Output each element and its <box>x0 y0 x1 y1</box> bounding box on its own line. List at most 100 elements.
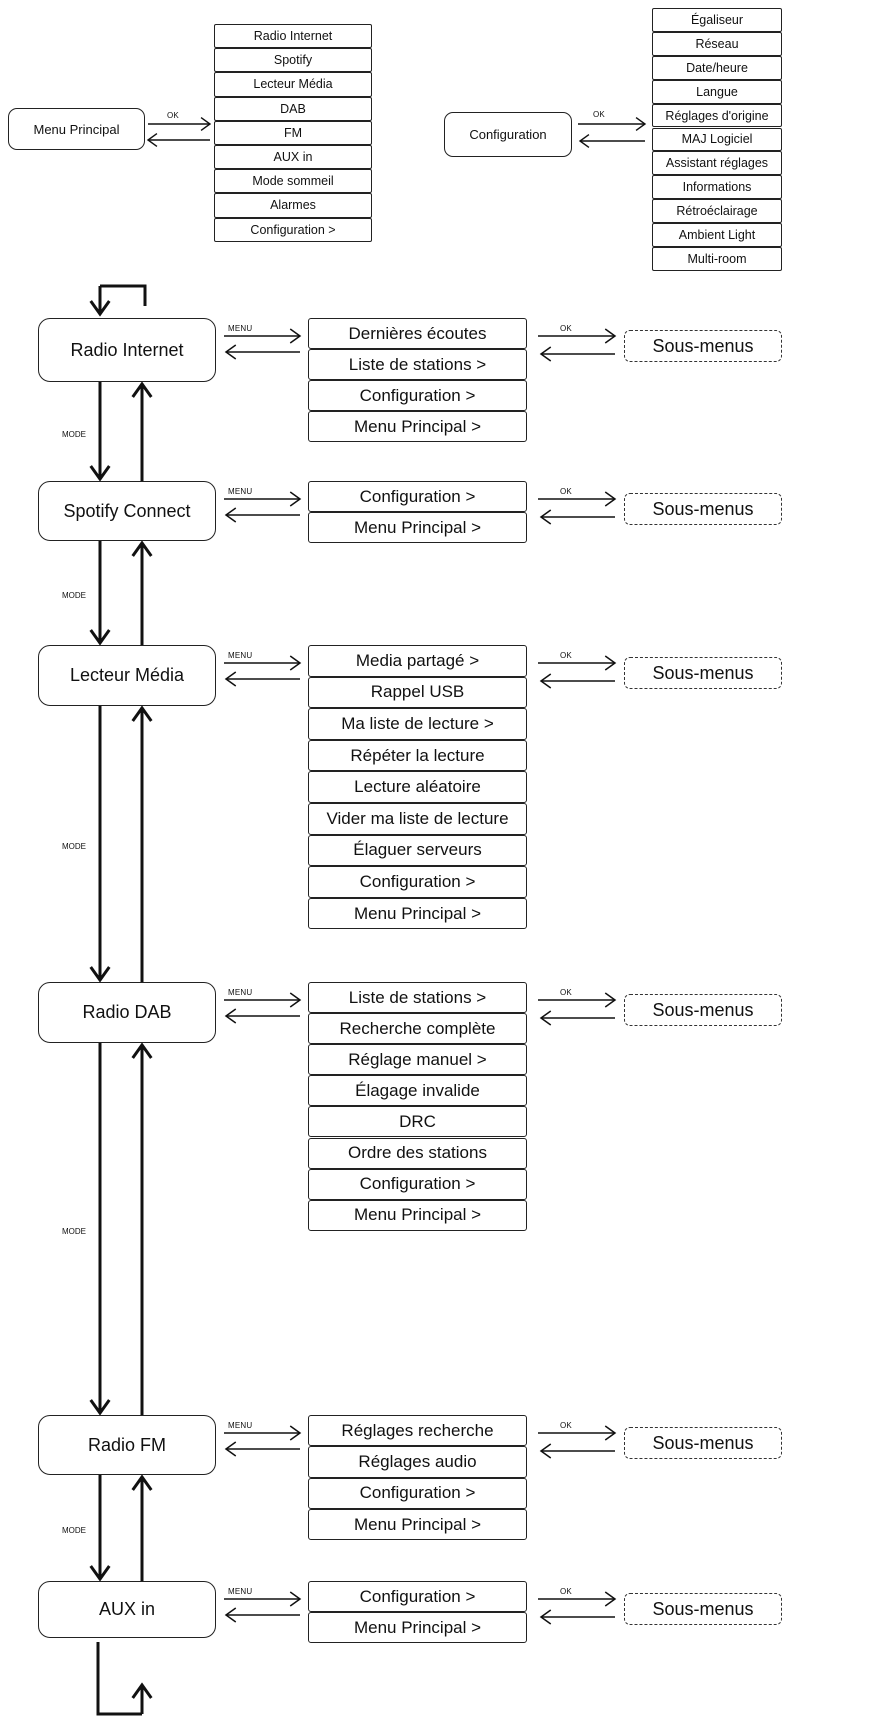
mode-radio-dab-item-configuration: Configuration > <box>308 1168 527 1200</box>
loop-top-line <box>100 284 147 306</box>
mode-radio-dab-item-ordre-des-stations: Ordre des stations <box>308 1137 527 1169</box>
configuration-item-assistant-reglages: Assistant réglages <box>652 151 782 176</box>
mode-lecteur-media-sous-menus: Sous-menus <box>624 657 782 689</box>
mode-radio-dab-item-reglage-manuel: Réglage manuel > <box>308 1044 527 1076</box>
mode-label-radio-internet: MODE <box>62 429 86 439</box>
mode-radio-internet-menu-label: MENU <box>228 324 253 333</box>
mode-lecteur-media-item-menu-principal: Menu Principal > <box>308 897 527 930</box>
mode-radio-fm-menu-label: MENU <box>228 1421 253 1430</box>
mode-lecteur-media-ok-label: OK <box>560 651 572 660</box>
mode-radio-fm: Radio FM <box>38 1415 216 1475</box>
mode-spotify-connect-sous-menus: Sous-menus <box>624 493 782 525</box>
mode-down-arrow-radio-internet-head <box>89 465 111 482</box>
loop-bottom-arrow-head <box>131 1682 153 1699</box>
menu-principal-item-aux-in: AUX in <box>214 145 372 170</box>
mode-lecteur-media-item-configuration: Configuration > <box>308 866 527 898</box>
mode-radio-internet-back-arrow-head <box>224 344 237 360</box>
mode-radio-dab-menu-arrow-head <box>289 992 302 1008</box>
configuration-item-egaliseur: Égaliseur <box>652 8 782 32</box>
mode-radio-fm-item-reglages-audio: Réglages audio <box>308 1446 527 1478</box>
mode-radio-fm-ok-arrow-head <box>604 1425 617 1441</box>
mode-lecteur-media-item-ma-liste-de-lecture: Ma liste de lecture > <box>308 708 527 740</box>
menu-principal-item-alarmes: Alarmes <box>214 193 372 218</box>
mode-aux-in-sous-menus: Sous-menus <box>624 1593 782 1625</box>
mode-radio-internet-item-liste-de-stations: Liste de stations > <box>308 349 527 380</box>
configuration-item-reseau: Réseau <box>652 31 782 56</box>
mode-radio-dab-item-recherche-complete: Recherche complète <box>308 1013 527 1045</box>
configuration-item-retroeclairage: Rétroéclairage <box>652 199 782 224</box>
mode-radio-dab-ok-label: OK <box>560 988 572 997</box>
mode-radio-dab-menu-label: MENU <box>228 988 253 997</box>
mode-spotify-connect-back-arrow-head <box>224 507 237 523</box>
configuration-box: Configuration <box>444 112 572 157</box>
mode-radio-fm-sous-menus: Sous-menus <box>624 1427 782 1459</box>
menu-principal-box: Menu Principal <box>8 108 145 150</box>
mode-lecteur-media-item-vider-ma-liste-de-lecture: Vider ma liste de lecture <box>308 803 527 835</box>
menu-principal-item-configuration: Configuration > <box>214 217 372 242</box>
mode-up-arrow-lecteur-media-head <box>131 705 153 722</box>
mode-down-arrow-spotify-connect-head <box>89 629 111 646</box>
configuration-item-langue: Langue <box>652 79 782 104</box>
mode-radio-internet-item-configuration: Configuration > <box>308 380 527 411</box>
mode-aux-in-ok-back-arrow-head <box>539 1609 552 1625</box>
mode-up-arrow-spotify-connect-head <box>131 540 153 557</box>
mode-radio-dab-item-drc: DRC <box>308 1106 527 1138</box>
loop-bottom-line <box>96 1642 142 1716</box>
mode-radio-internet-sous-menus: Sous-menus <box>624 330 782 362</box>
mode-radio-dab-item-liste-de-stations: Liste de stations > <box>308 982 527 1014</box>
mode-label-radio-dab: MODE <box>62 1227 86 1236</box>
mode-label-spotify-connect: MODE <box>62 591 86 600</box>
menu-principal-item-fm: FM <box>214 120 372 145</box>
mode-lecteur-media-ok-back-arrow-head <box>539 673 552 689</box>
mode-aux-in-ok-arrow-head <box>604 1591 617 1607</box>
configuration-item-ambient-light: Ambient Light <box>652 223 782 247</box>
mode-lecteur-media-item-elaguer-serveurs: Élaguer serveurs <box>308 834 527 867</box>
mode-spotify-connect-ok-back-arrow-head <box>539 509 552 525</box>
configuration-back-arrow-head <box>578 134 590 148</box>
mode-lecteur-media-item-media-partage: Media partagé > <box>308 645 527 677</box>
mode-up-arrow-radio-dab-head <box>131 1042 153 1059</box>
mode-aux-in-back-arrow-head <box>224 1607 237 1623</box>
mode-aux-in-item-configuration: Configuration > <box>308 1581 527 1612</box>
mode-radio-internet-item-dernieres-ecoutes: Dernières écoutes <box>308 318 527 349</box>
mode-radio-dab-sous-menus: Sous-menus <box>624 994 782 1026</box>
configuration-item-date-heure: Date/heure <box>652 55 782 80</box>
mode-radio-fm-item-configuration: Configuration > <box>308 1477 527 1509</box>
mode-up-arrow-radio-fm-head <box>131 1474 153 1491</box>
mode-radio-internet: Radio Internet <box>38 318 216 382</box>
mode-spotify-connect-menu-label: MENU <box>228 487 253 496</box>
configuration-ok-label: OK <box>593 110 605 119</box>
loop-top-arrow-head <box>89 300 111 317</box>
configuration-item-reglages-d-origine: Réglages d'origine <box>652 103 782 128</box>
mode-aux-in-menu-label: MENU <box>228 1587 253 1596</box>
menu-principal-item-mode-sommeil: Mode sommeil <box>214 169 372 194</box>
mode-radio-fm-item-menu-principal: Menu Principal > <box>308 1508 527 1541</box>
mode-spotify-connect-menu-arrow-head <box>289 491 302 507</box>
mode-radio-dab-item-elagage-invalide: Élagage invalide <box>308 1075 527 1107</box>
mode-lecteur-media-item-repeter-la-lecture: Répéter la lecture <box>308 739 527 772</box>
mode-lecteur-media-item-lecture-aleatoire: Lecture aléatoire <box>308 771 527 803</box>
mode-radio-internet-item-menu-principal: Menu Principal > <box>308 411 527 442</box>
mode-lecteur-media-menu-label: MENU <box>228 651 253 660</box>
mode-radio-internet-ok-label: OK <box>560 324 572 333</box>
menu-principal-ok-label: OK <box>167 111 179 120</box>
mode-lecteur-media: Lecteur Média <box>38 645 216 706</box>
mode-spotify-connect-item-configuration: Configuration > <box>308 481 527 512</box>
mode-radio-dab-ok-back-arrow-head <box>539 1010 552 1026</box>
menu-principal-item-dab: DAB <box>214 96 372 121</box>
mode-radio-dab-item-menu-principal: Menu Principal > <box>308 1199 527 1231</box>
menu-principal-item-radio-internet: Radio Internet <box>214 24 372 49</box>
menu-principal-item-lecteur-media: Lecteur Média <box>214 72 372 97</box>
mode-aux-in-ok-label: OK <box>560 1587 572 1596</box>
mode-radio-internet-ok-arrow-head <box>604 328 617 344</box>
mode-label-radio-fm: MODE <box>62 1526 86 1535</box>
mode-spotify-connect: Spotify Connect <box>38 481 216 541</box>
mode-radio-fm-back-arrow-head <box>224 1441 237 1457</box>
mode-aux-in-menu-arrow-head <box>289 1591 302 1607</box>
mode-down-arrow-radio-fm-head <box>89 1565 111 1582</box>
mode-radio-fm-ok-label: OK <box>560 1421 572 1430</box>
mode-down-arrow-lecteur-media-head <box>89 966 111 983</box>
mode-radio-fm-item-reglages-recherche: Réglages recherche <box>308 1415 527 1447</box>
